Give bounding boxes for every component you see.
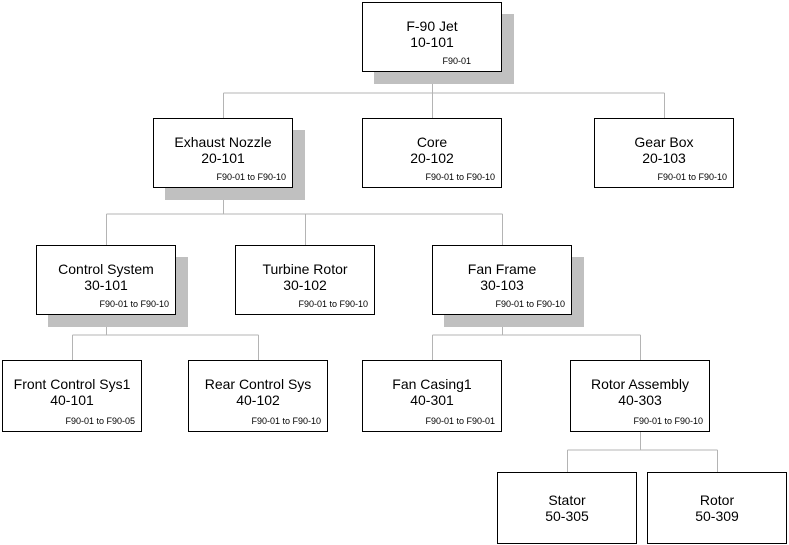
node-name: Core: [416, 134, 448, 150]
node-name: Fan Frame: [467, 261, 537, 277]
node-code: 40-102: [236, 392, 280, 408]
node-code: 40-301: [410, 392, 454, 408]
node-code: 30-101: [84, 277, 128, 293]
node-code: 50-305: [545, 508, 589, 524]
node-name: Exhaust Nozzle: [174, 134, 272, 150]
node-name: Rotor: [699, 492, 735, 508]
node-serial-range: F90-01 to F90-10: [298, 299, 368, 309]
node-serial-range: F90-01 to F90-10: [425, 172, 495, 182]
node-serial-range: F90-01: [442, 56, 471, 66]
node-code: 30-103: [480, 277, 524, 293]
node-code: 10-101: [410, 34, 454, 50]
node-code: 20-102: [410, 150, 454, 166]
node-code: 30-102: [283, 277, 327, 293]
node-name: Control System: [58, 261, 154, 277]
node-name: Fan Casing1: [392, 376, 472, 392]
node-code: 20-103: [642, 150, 686, 166]
node-serial-range: F90-01 to F90-10: [99, 299, 169, 309]
node-serial-range: F90-01 to F90-10: [633, 416, 703, 426]
node-name: F-90 Jet: [406, 18, 458, 34]
node-code: 40-303: [618, 392, 662, 408]
node-serial-range: F90-01 to F90-10: [495, 299, 565, 309]
node-code: 20-101: [201, 150, 245, 166]
node-name: Gear Box: [634, 134, 694, 150]
node-serial-range: F90-01 to F90-10: [216, 172, 286, 182]
node-code: 50-309: [695, 508, 739, 524]
node-name: Turbine Rotor: [262, 261, 348, 277]
node-serial-range: F90-01 to F90-01: [425, 416, 495, 426]
node-code: 40-101: [50, 392, 94, 408]
node-serial-range: F90-01 to F90-05: [65, 416, 135, 426]
node-serial-range: F90-01 to F90-10: [251, 416, 321, 426]
node-name: Stator: [548, 492, 586, 508]
node-name: Rear Control Sys: [204, 376, 312, 392]
node-name: Rotor Assembly: [590, 376, 690, 392]
node-name: Front Control Sys1: [13, 376, 131, 392]
node-serial-range: F90-01 to F90-10: [657, 172, 727, 182]
